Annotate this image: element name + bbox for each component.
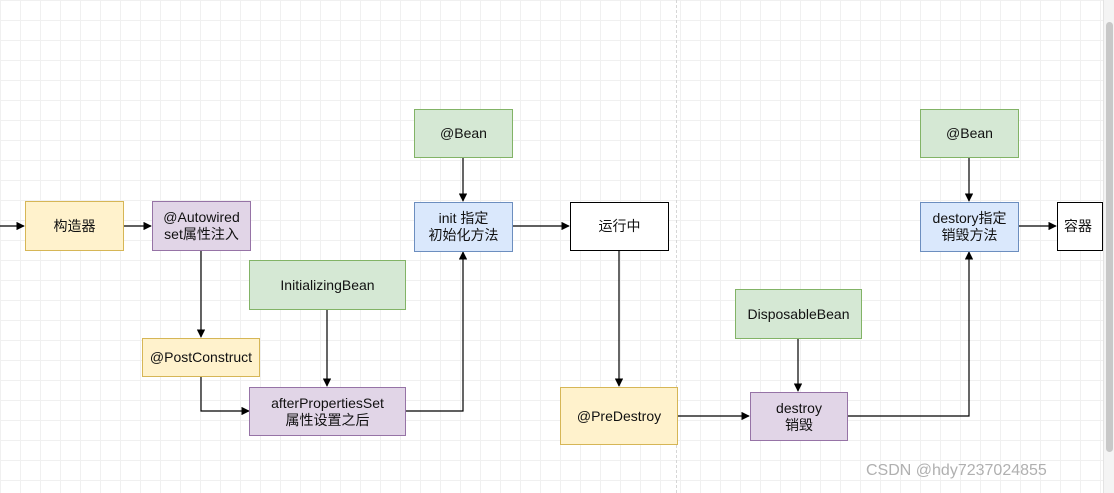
scrollbar-thumb[interactable]	[1106, 22, 1113, 452]
vertical-scrollbar[interactable]	[1103, 0, 1114, 493]
predestroy-node[interactable]: @PreDestroy	[560, 387, 678, 445]
afterpropertiesset-line-2: 属性设置之后	[285, 411, 370, 428]
destroy-line-2: 销毁	[784, 416, 813, 433]
constructor-node[interactable]: 构造器	[25, 201, 124, 251]
disposablebean-node[interactable]: DisposableBean	[735, 289, 862, 339]
constructor-label: 构造器	[53, 217, 96, 234]
disposablebean-label: DisposableBean	[747, 305, 850, 322]
edge-destroy-to-destroymethod	[848, 251, 974, 417]
running-label: 运行中	[598, 218, 641, 234]
bean-destroy-label: @Bean	[946, 125, 993, 141]
destroy-line-1: destroy	[776, 399, 822, 416]
afterpropertiesset-text: afterPropertiesSet 属性设置之后	[271, 395, 384, 429]
autowired-line-1: @Autowired	[163, 209, 240, 225]
initmethod-line-2: 初始化方法	[428, 227, 499, 243]
afterpropertiesset-line-1: afterPropertiesSet	[271, 394, 384, 411]
postconstruct-node[interactable]: @PostConstruct	[142, 338, 260, 377]
page-divider	[676, 0, 677, 493]
autowired-line-2: set属性注入	[164, 226, 239, 242]
autowired-node[interactable]: @Autowired set属性注入	[152, 201, 251, 251]
watermark: CSDN @hdy7237024855	[866, 462, 1047, 479]
afterpropertiesset-node[interactable]: afterPropertiesSet 属性设置之后	[249, 387, 406, 436]
autowired-text: @Autowired set属性注入	[163, 209, 239, 243]
container-label: 容器	[1064, 218, 1092, 234]
bean-destroy-node[interactable]: @Bean	[920, 109, 1019, 158]
initializingbean-label: InitializingBean	[280, 276, 375, 293]
initmethod-node[interactable]: init 指定 初始化方法	[414, 202, 513, 252]
running-node[interactable]: 运行中	[570, 202, 669, 251]
predestroy-label: @PreDestroy	[576, 407, 662, 424]
container-node[interactable]: 容器	[1057, 202, 1103, 251]
initmethod-text: init 指定 初始化方法	[429, 210, 499, 244]
bean-init-label: @Bean	[440, 125, 487, 141]
edge-postconstruct-to-afterpropertiesset	[200, 377, 250, 416]
postconstruct-label: @PostConstruct	[149, 349, 253, 365]
destroymethod-text: destory指定 销毁方法	[933, 210, 1007, 244]
bean-init-node[interactable]: @Bean	[414, 109, 513, 158]
destroymethod-line-2: 销毁方法	[941, 227, 998, 243]
destroy-node[interactable]: destroy 销毁	[750, 392, 848, 441]
initializingbean-node[interactable]: InitializingBean	[249, 260, 406, 310]
destroy-text: destroy 销毁	[776, 400, 822, 434]
initmethod-line-1: init 指定	[438, 210, 489, 226]
destroymethod-node[interactable]: destory指定 销毁方法	[920, 202, 1019, 252]
edge-afterpropertiesset-to-initmethod	[405, 251, 468, 412]
destroymethod-line-1: destory指定	[932, 210, 1007, 226]
